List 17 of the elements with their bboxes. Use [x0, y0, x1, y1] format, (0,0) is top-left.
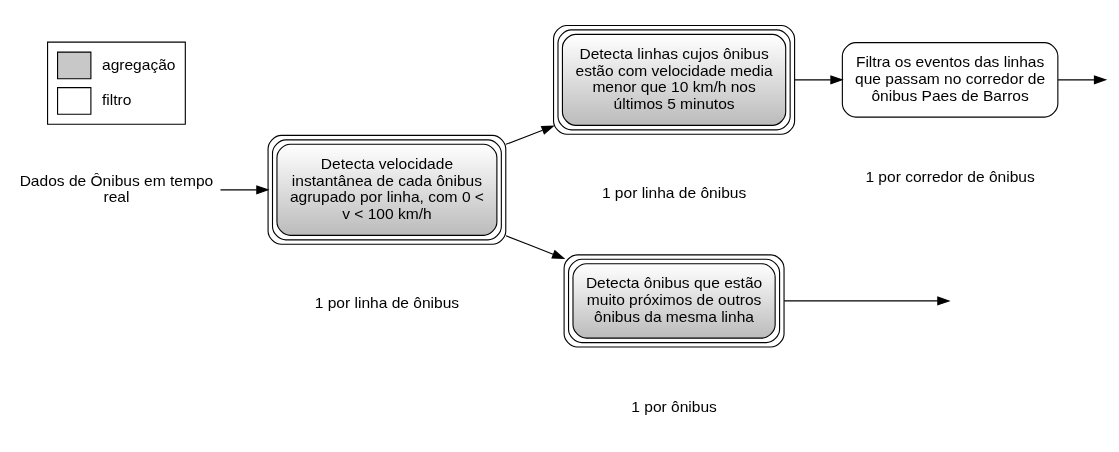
legend-label: agregação: [102, 55, 176, 73]
node-box: Detecta velocidade instantânea de cada ônibus agrupado por linha, com 0 < v < 100 km/h: [267, 134, 507, 245]
arrow: [794, 74, 844, 85]
node-label: 1 por linha de ônibus: [314, 293, 460, 311]
legend-label: filtro: [102, 90, 132, 108]
node-box: Detecta ônibus que estão muito próximos de outros ônibus da mesma linha: [563, 253, 785, 348]
node-label: 1 por linha de ônibus: [601, 183, 747, 201]
node-label: 1 por ônibus: [631, 397, 717, 415]
node-text: Dados de Ônibus em tempo real: [19, 171, 214, 205]
arrow: [1057, 74, 1108, 85]
node-box: Filtra os eventos das linhas que passam no corredor de ônibus Paes de Barros: [841, 41, 1059, 118]
arrow: [219, 184, 270, 194]
node-box: Detecta linhas cujos ônibus estão com velocidade media menor que 10 km/h nos últimos 5 minutos: [553, 24, 796, 135]
arrow: [783, 295, 951, 306]
arrow: [505, 234, 566, 259]
node-label: 1 por corredor de ônibus: [865, 167, 1035, 185]
arrow: [505, 124, 555, 145]
